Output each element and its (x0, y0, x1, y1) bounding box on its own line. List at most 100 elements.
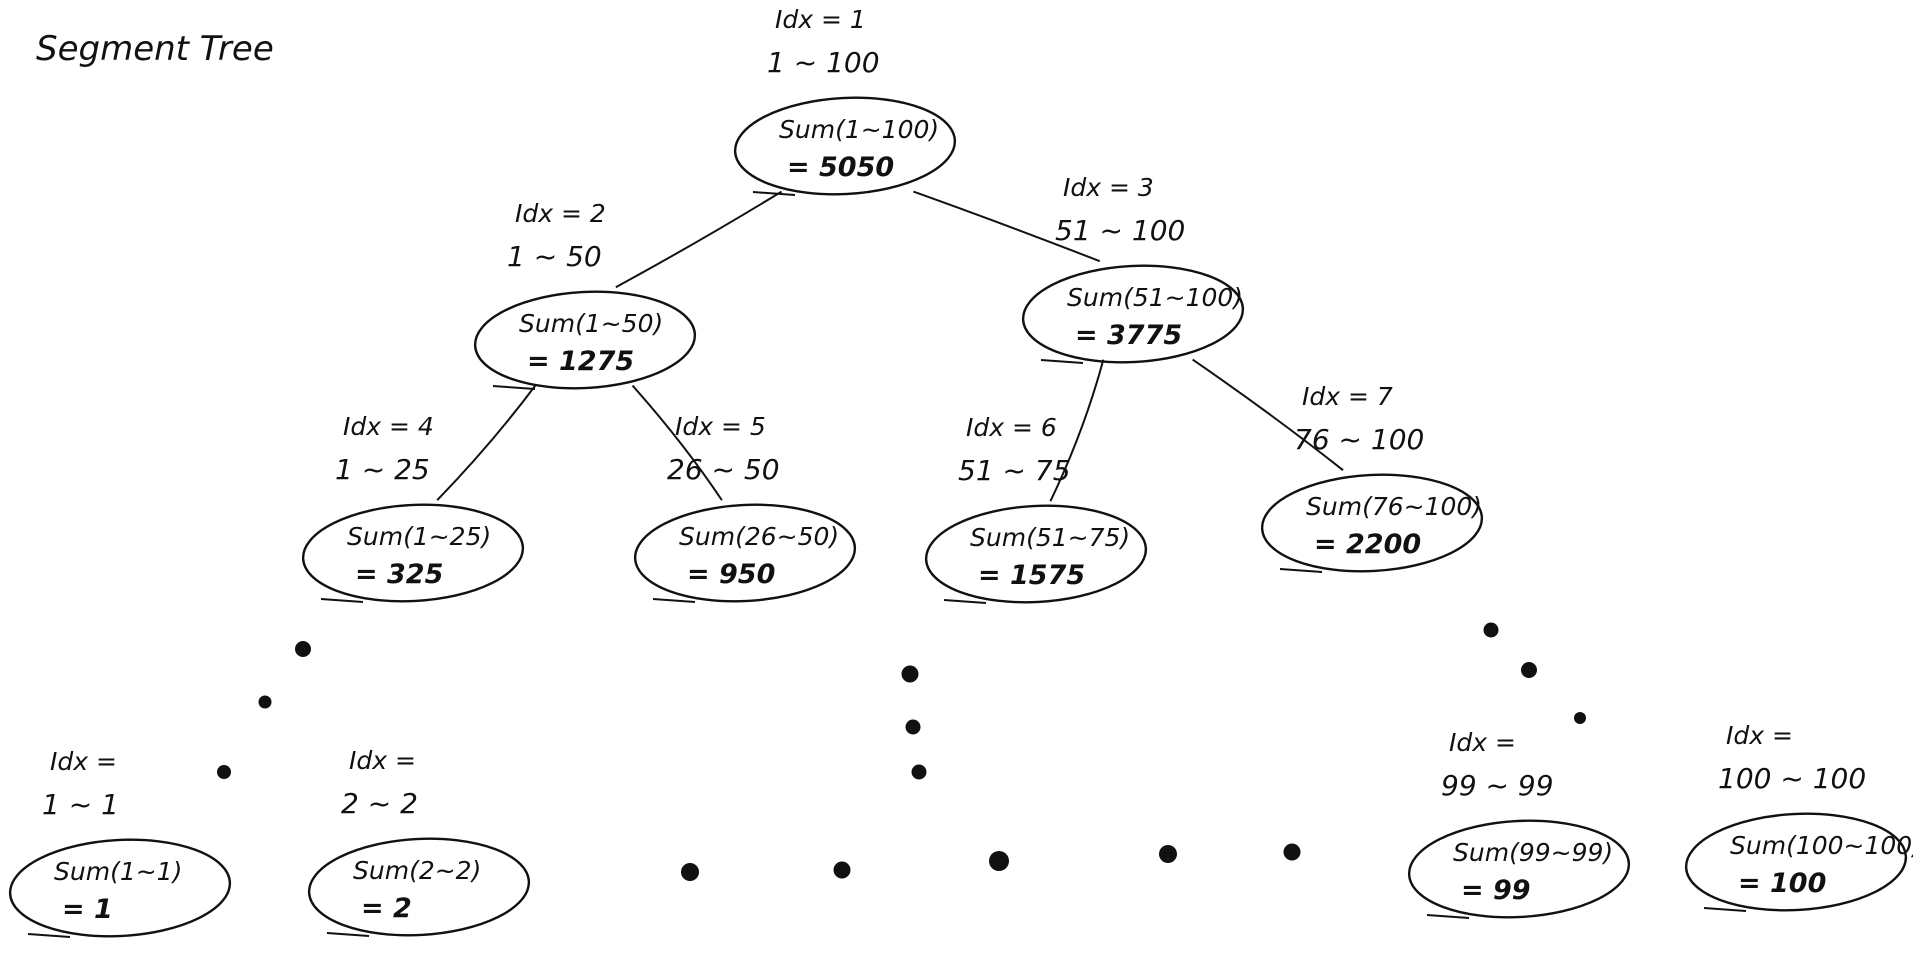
tree-node-l2: Idx = 2 ~ 2 Sum(2~2) = 2 (307, 746, 531, 937)
ellipsis-right-branch (1483, 622, 1586, 724)
tree-node-l1: Idx = 1 ~ 1 Sum(1~1) = 1 (8, 747, 232, 938)
node-index-label: Idx = 7 (1302, 382, 1393, 411)
ellipsis-bottom-row (681, 843, 1301, 881)
node-range-label: 1 ~ 1 (42, 788, 119, 821)
node-index-label: Idx = (349, 746, 416, 775)
ellipsis-dot (681, 863, 699, 881)
node-sum-value: = 2200 (1314, 529, 1421, 560)
node-sum-value: = 3775 (1075, 320, 1182, 351)
node-index-label: Idx = 5 (675, 412, 766, 441)
node-sum-value: = 5050 (787, 152, 894, 183)
tree-node-n2: Idx = 2 1 ~ 50 Sum(1~50) = 1275 (473, 199, 697, 390)
ellipsis-left-branch (217, 641, 311, 779)
node-sum-label: Sum(51~100) (1067, 283, 1243, 312)
ellipsis-dot (1521, 662, 1537, 678)
ellipsis-middle-branch (901, 665, 927, 780)
node-index-label: Idx = (1726, 721, 1793, 750)
node-index-label: Idx = 3 (1063, 173, 1154, 202)
node-tail-stroke (320, 598, 364, 603)
ellipsis-dot (217, 765, 231, 779)
edge-n2-n5 (631, 384, 723, 501)
node-ellipse (1407, 819, 1631, 919)
node-ellipse (307, 837, 531, 937)
node-index-label: Idx = 4 (343, 412, 434, 441)
node-sum-value: = 2 (361, 893, 412, 924)
node-sum-value: = 950 (687, 559, 775, 590)
node-range-label: 1 ~ 25 (335, 453, 430, 486)
node-ellipse (924, 504, 1148, 604)
node-sum-label: Sum(1~25) (347, 522, 491, 551)
node-index-label: Idx = 6 (966, 413, 1057, 442)
node-sum-label: Sum(76~100) (1306, 492, 1482, 521)
node-index-label: Idx = (50, 747, 117, 776)
node-tail-stroke (1703, 907, 1747, 912)
node-sum-value: = 1 (62, 894, 113, 925)
ellipsis-dot (905, 719, 921, 735)
node-range-label: 99 ~ 99 (1441, 769, 1554, 802)
node-index-label: Idx = (1449, 728, 1516, 757)
ellipsis-dot (258, 695, 272, 709)
edge-n1-n2 (615, 190, 783, 289)
node-ellipse (633, 503, 857, 603)
node-index-label: Idx = 1 (775, 5, 866, 34)
ellipsis-dot (989, 851, 1009, 871)
node-tail-stroke (1279, 568, 1323, 573)
edge-n3-n6 (1049, 359, 1105, 502)
ellipsis-dots (217, 622, 1586, 881)
ellipsis-dot (1159, 845, 1177, 863)
node-sum-label: Sum(51~75) (970, 523, 1130, 552)
node-range-label: 76 ~ 100 (1294, 423, 1424, 456)
edge-n3-n7 (1192, 358, 1344, 471)
node-range-label: 2 ~ 2 (341, 787, 418, 820)
node-sum-label: Sum(100~100) (1730, 831, 1913, 860)
node-tail-stroke (27, 933, 71, 938)
ellipsis-dot (1574, 712, 1586, 724)
tree-node-n5: Idx = 5 26 ~ 50 Sum(26~50) = 950 (633, 412, 857, 603)
node-ellipse (1260, 473, 1484, 573)
ellipsis-dot (833, 861, 851, 879)
node-sum-value: = 100 (1738, 868, 1826, 899)
node-sum-value: = 1275 (527, 346, 634, 377)
node-tail-stroke (943, 599, 987, 604)
node-ellipse (1684, 812, 1908, 912)
node-sum-label: Sum(1~50) (519, 309, 663, 338)
node-sum-value: = 325 (355, 559, 443, 590)
node-index-label: Idx = 2 (515, 199, 606, 228)
node-sum-label: Sum(2~2) (353, 856, 481, 885)
edge-n2-n4 (436, 385, 537, 501)
node-tail-stroke (492, 385, 536, 390)
node-range-label: 26 ~ 50 (667, 453, 780, 486)
node-ellipse (301, 503, 525, 603)
node-sum-label: Sum(1~100) (779, 115, 939, 144)
node-sum-label: Sum(99~99) (1453, 838, 1613, 867)
node-tail-stroke (752, 191, 796, 196)
tree-node-n4: Idx = 4 1 ~ 25 Sum(1~25) = 325 (301, 412, 525, 603)
node-range-label: 1 ~ 50 (507, 240, 602, 273)
ellipsis-dot (901, 665, 919, 683)
ellipsis-dot (1283, 843, 1301, 861)
node-range-label: 1 ~ 100 (767, 46, 880, 79)
node-tail-stroke (652, 598, 696, 603)
node-sum-label: Sum(26~50) (679, 522, 839, 551)
node-ellipse (473, 290, 697, 390)
node-range-label: 51 ~ 100 (1055, 214, 1185, 247)
diagram-title: Segment Tree (36, 29, 274, 69)
ellipsis-dot (295, 641, 311, 657)
node-sum-value: = 1575 (978, 560, 1085, 591)
node-ellipse (8, 838, 232, 938)
ellipsis-dot (911, 764, 927, 780)
tree-edges (436, 190, 1344, 502)
node-tail-stroke (1426, 914, 1470, 919)
node-sum-label: Sum(1~1) (54, 857, 182, 886)
node-tail-stroke (326, 932, 370, 937)
node-ellipse (733, 96, 957, 196)
node-range-label: 100 ~ 100 (1718, 762, 1866, 795)
ellipsis-dot (1483, 622, 1499, 638)
